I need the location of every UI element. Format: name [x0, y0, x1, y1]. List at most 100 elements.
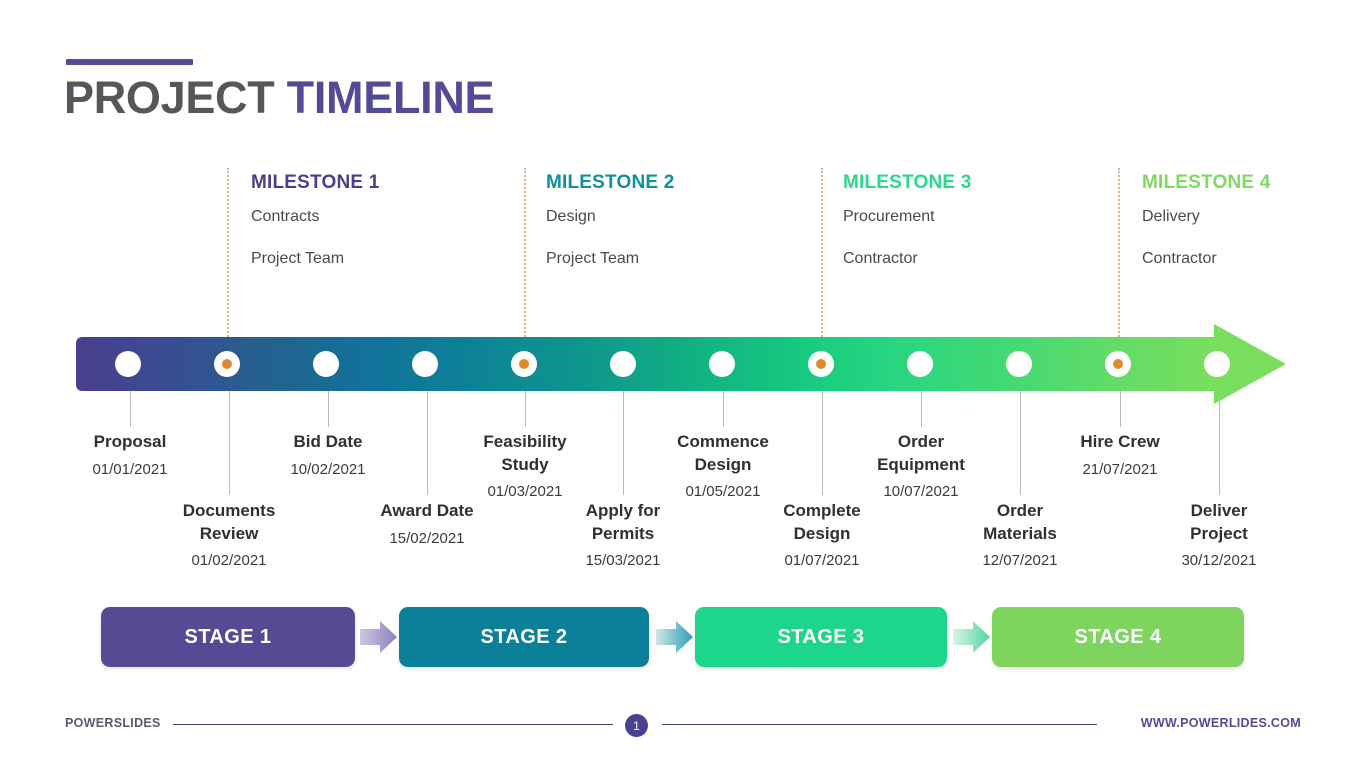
event-date: 12/07/2021 [982, 552, 1058, 570]
milestone-marker-icon [222, 359, 232, 369]
event-tick [623, 391, 624, 495]
event-name: Award Date [380, 501, 474, 520]
event-date: 10/07/2021 [883, 483, 959, 501]
timeline-node[interactable] [907, 351, 933, 377]
milestone-connector-4 [1118, 168, 1120, 360]
stage-connector-arrow-icon-3 [953, 618, 991, 656]
event-date: 15/02/2021 [389, 529, 465, 547]
event-tick [921, 391, 922, 427]
event-date: 01/02/2021 [191, 552, 267, 570]
event-tick [229, 391, 230, 495]
event-date: 01/01/2021 [92, 460, 168, 478]
timeline-node[interactable] [313, 351, 339, 377]
timeline-node[interactable] [1006, 351, 1032, 377]
milestone-title: MILESTONE 2 [546, 172, 675, 193]
footer-page-number: 1 [625, 714, 648, 737]
stage-connector-arrow-icon-1 [360, 618, 398, 656]
event-date: 10/02/2021 [290, 460, 366, 478]
event-tick [328, 391, 329, 427]
page-title-word-secondary: TIMELINE [286, 72, 495, 123]
event-date: 21/07/2021 [1082, 460, 1158, 478]
milestone-owner: Contractor [843, 249, 918, 267]
timeline-milestone-node[interactable] [1105, 351, 1131, 377]
stage-button-4[interactable]: STAGE 4 [992, 607, 1244, 667]
event-name: Bid Date [293, 432, 363, 451]
event-label: Hire Crew 21/07/2021 [1030, 431, 1210, 479]
footer-brand: POWERSLIDES [65, 716, 161, 730]
timeline-bar-body [76, 337, 1220, 391]
milestone-phase: Delivery [1142, 207, 1200, 225]
milestone-marker-icon [1113, 359, 1123, 369]
footer-url: WWW.POWERLIDES.COM [1140, 716, 1301, 730]
milestone-connector-3 [821, 168, 823, 360]
milestone-owner: Project Team [251, 249, 345, 267]
event-name: Proposal [93, 432, 167, 451]
stage-button-2[interactable]: STAGE 2 [399, 607, 649, 667]
page-title-word-primary: PROJECT [64, 72, 275, 123]
event-tick [1120, 391, 1121, 427]
event-tick [1020, 391, 1021, 495]
milestone-phase: Procurement [843, 207, 935, 225]
milestone-title: MILESTONE 4 [1142, 172, 1271, 193]
milestone-title: MILESTONE 3 [843, 172, 972, 193]
milestone-phase: Contracts [251, 207, 320, 225]
timeline-milestone-node[interactable] [808, 351, 834, 377]
milestone-connector-1 [227, 168, 229, 360]
event-name: Hire Crew [1080, 432, 1160, 451]
event-date: 01/07/2021 [784, 552, 860, 570]
event-tick [427, 391, 428, 495]
stage-button-1[interactable]: STAGE 1 [101, 607, 355, 667]
milestone-marker-icon [519, 359, 529, 369]
event-tick [1219, 391, 1220, 495]
event-tick [723, 391, 724, 427]
timeline-node[interactable] [709, 351, 735, 377]
milestone-title: MILESTONE 1 [251, 172, 380, 193]
event-date: 01/03/2021 [487, 483, 563, 501]
event-tick [525, 391, 526, 427]
timeline-node[interactable] [115, 351, 141, 377]
timeline-node[interactable] [610, 351, 636, 377]
milestone-owner: Contractor [1142, 249, 1217, 267]
event-label: Proposal 01/01/2021 [40, 431, 220, 479]
event-date: 15/03/2021 [585, 552, 661, 570]
title-accent-bar [66, 59, 193, 65]
milestone-connector-2 [524, 168, 526, 360]
timeline-node[interactable] [412, 351, 438, 377]
timeline-milestone-node[interactable] [214, 351, 240, 377]
page-title: PROJECT TIMELINE [64, 72, 495, 124]
timeline-node[interactable] [1204, 351, 1230, 377]
milestone-owner: Project Team [546, 249, 640, 267]
event-label: Award Date 15/02/2021 [337, 500, 517, 548]
event-tick [822, 391, 823, 495]
stage-button-3[interactable]: STAGE 3 [695, 607, 947, 667]
timeline-milestone-node[interactable] [511, 351, 537, 377]
event-date: 01/05/2021 [685, 483, 761, 501]
event-tick [130, 391, 131, 427]
event-date: 30/12/2021 [1181, 552, 1257, 570]
milestone-phase: Design [546, 207, 596, 225]
milestone-marker-icon [816, 359, 826, 369]
event-label: Bid Date 10/02/2021 [238, 431, 418, 479]
timeline-bar [76, 324, 1291, 404]
